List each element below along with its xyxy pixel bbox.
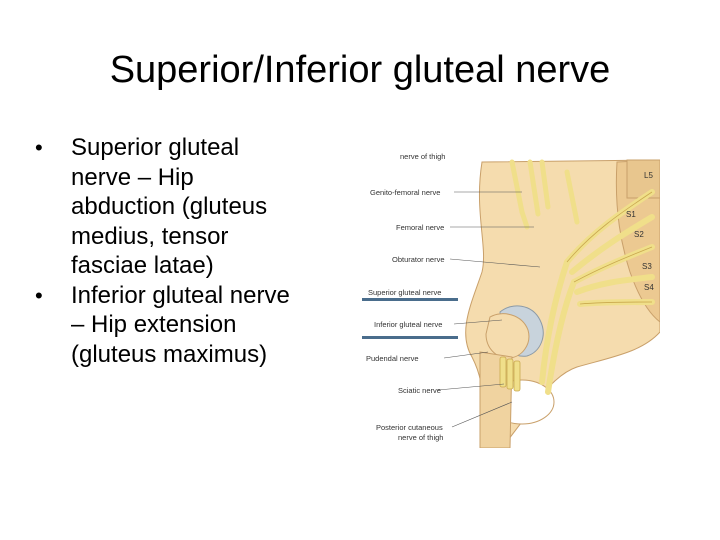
inferior-gluteal-highlight-bar — [362, 336, 458, 339]
level-label-s2: S2 — [634, 230, 644, 239]
nerve-label-posterior-cutaneous-2: nerve of thigh — [398, 433, 443, 442]
leader-lines — [437, 191, 541, 428]
bullet-line: Superior gluteal — [71, 134, 240, 161]
sacrum-bone — [615, 159, 660, 323]
nerve-label-superior-gluteal: Superior gluteal nerve — [368, 288, 441, 297]
pelvis-nerve-diagram: nerve of thigh Genito-femoral nerve Femo… — [362, 152, 660, 448]
slide-title: Superior/Inferior gluteal nerve — [109, 49, 611, 91]
level-label-s4: S4 — [644, 283, 654, 292]
nerve-label-posterior-cutaneous: Posterior cutaneous — [376, 423, 443, 432]
nerve-label-pudendal: Pudendal nerve — [366, 354, 419, 363]
nerve-label-top-cut: nerve of thigh — [400, 152, 445, 161]
nerve-label-inferior-gluteal: Inferior gluteal nerve — [374, 320, 442, 329]
bullet-line: nerve – Hip — [71, 163, 194, 191]
bullet-line: – Hip extension — [71, 311, 237, 338]
nerve-label-genitofemoral: Genito-femoral nerve — [370, 188, 440, 197]
bullet-item-superior-gluteal: • Superior gluteal nerve – Hip abduction… — [30, 133, 350, 281]
superior-gluteal-highlight-bar — [362, 298, 458, 301]
level-label-l5: L5 — [644, 171, 653, 180]
lumbar-nerves — [509, 159, 580, 230]
bullet-item-inferior-gluteal: • Inferior gluteal nerve – Hip extension… — [30, 281, 350, 370]
sciatic-bundle — [499, 356, 521, 392]
bullet-dot-icon: • — [35, 135, 43, 160]
bullet-line: medius, tensor — [71, 222, 229, 250]
bullet-line: abduction (gluteus — [71, 193, 268, 220]
bullet-line: Inferior gluteal nerve — [71, 281, 290, 309]
nerve-label-femoral: Femoral nerve — [396, 223, 444, 232]
bullet-list: • Superior gluteal nerve – Hip abduction… — [30, 133, 350, 369]
bullet-line: (gluteus maximus) — [71, 340, 268, 368]
sacral-plexus-outline — [566, 191, 653, 305]
level-label-s3: S3 — [642, 262, 652, 271]
anatomy-figure: nerve of thigh Genito-femoral nerve Femo… — [362, 152, 660, 448]
bullet-dot-icon: • — [35, 282, 43, 308]
femoral-head — [485, 313, 530, 359]
nerve-label-obturator: Obturator nerve — [392, 255, 445, 264]
level-label-s1: S1 — [626, 210, 636, 219]
nerve-label-sciatic: Sciatic nerve — [398, 386, 441, 395]
bullet-line: fasciae latae) — [71, 252, 214, 279]
